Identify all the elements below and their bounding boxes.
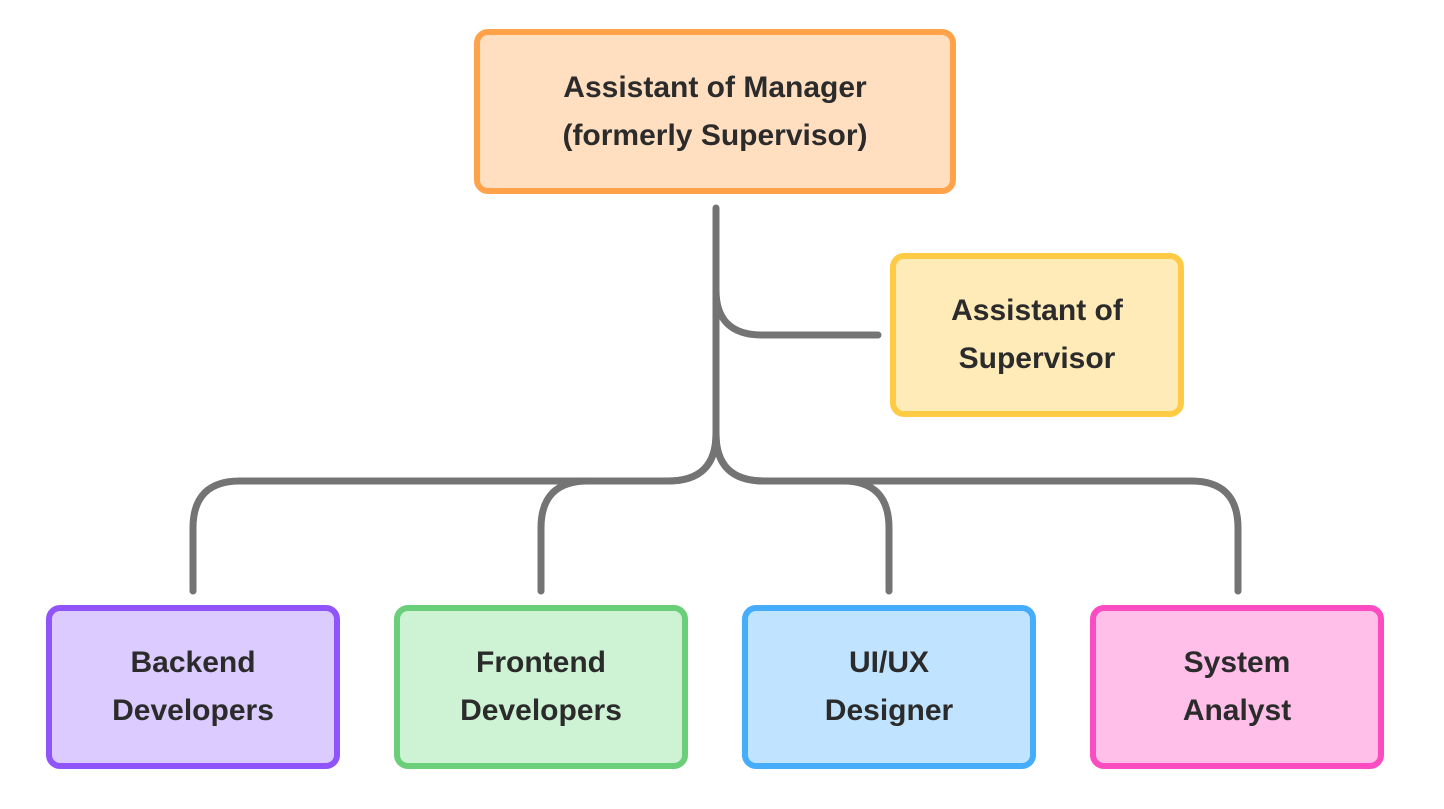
node-label: Frontend Developers xyxy=(460,646,622,727)
node-assistant-of-supervisor: Assistant of Supervisor xyxy=(890,253,1184,417)
node-uiux-designer: UI/UX Designer xyxy=(742,605,1036,769)
connector-to-uiux xyxy=(712,430,893,595)
node-frontend-developers: Frontend Developers xyxy=(394,605,688,769)
node-backend-developers: Backend Developers xyxy=(46,605,340,769)
node-label: UI/UX Designer xyxy=(824,646,954,727)
node-label: Assistant of Manager (formerly Superviso… xyxy=(562,70,868,152)
node-label: Assistant of Supervisor xyxy=(951,294,1123,375)
node-label: System Analyst xyxy=(1182,646,1292,727)
node-label: Backend Developers xyxy=(112,646,274,727)
connector-to-frontend xyxy=(537,430,720,595)
connector-to-backend xyxy=(189,430,720,595)
node-system-analyst: System Analyst xyxy=(1090,605,1384,769)
connector-to-assistant xyxy=(712,286,882,339)
node-assistant-of-manager: Assistant of Manager (formerly Superviso… xyxy=(474,29,956,194)
connector-to-analyst xyxy=(712,430,1242,595)
